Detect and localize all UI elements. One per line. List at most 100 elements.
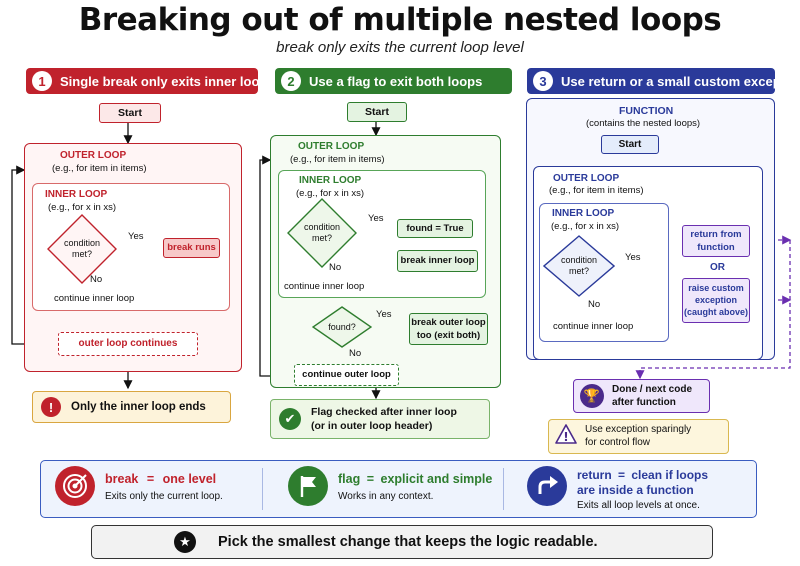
footer-tip: ★ Pick the smallest change that keeps th… (91, 525, 713, 559)
continue-outer-node: continue outer loop (294, 364, 399, 386)
no-label: No (329, 262, 342, 273)
section-header-1: 1 Single break only exits inner loop (26, 68, 267, 94)
flag-icon (288, 466, 328, 506)
return-node: return from function (682, 225, 750, 257)
continue-inner-label: continue inner loop (54, 293, 135, 304)
continue-inner-label: continue inner loop (284, 281, 365, 292)
warning-icon: ! (555, 424, 577, 449)
outer-loop-sub: (e.g., for item in items) (290, 154, 385, 165)
break-runs-node: break runs (163, 238, 220, 258)
summary-rest: explicit and simple (380, 472, 493, 486)
raise-line-2: exception (694, 295, 737, 306)
summary-desc: Exits all loop levels at once. (577, 500, 700, 511)
return-arrow-icon (527, 466, 567, 506)
or-label: OR (710, 262, 725, 273)
inner-loop-sub: (e.g., for x in xs) (296, 188, 365, 199)
summary-divider (262, 468, 263, 510)
summary-keyword: return (577, 468, 612, 482)
col1-callout-text: Only the inner loop ends (71, 401, 206, 413)
footer-text: Pick the smallest change that keeps the … (218, 534, 598, 550)
inner-loop-title: INNER LOOP (299, 175, 362, 186)
summary-eq: = (366, 472, 375, 486)
break-outer-node: break outer loop too (exit both) (409, 313, 488, 345)
condition-label: condition met? (303, 222, 341, 243)
break-outer-line-1: break outer loop (411, 317, 486, 329)
function-sub: (contains the nested loops) (586, 118, 701, 129)
warning-callout: ! Use exception sparingly for control fl… (548, 419, 729, 454)
target-icon (55, 466, 95, 506)
break-inner-node: break inner loop (397, 250, 478, 272)
start-node: Start (347, 102, 407, 122)
col2-callout-line-1: Flag checked after inner loop (311, 406, 457, 418)
warning-line-1: Use exception sparingly (585, 424, 692, 435)
summary-item-flag: flag = explicit and simple Works in any … (288, 466, 492, 506)
inner-loop-sub: (e.g., for x in xs) (551, 221, 620, 232)
condition-label: condition met? (560, 255, 598, 276)
svg-text:!: ! (563, 430, 568, 444)
col2-callout: ✔ Flag checked after inner loop (or in o… (270, 399, 490, 439)
summary-desc: Exits only the current loop. (105, 491, 223, 502)
found-diamond: found? (312, 306, 372, 348)
inner-loop-sub: (e.g., for x in xs) (48, 202, 117, 213)
outer-loop-sub: (e.g., for item in items) (549, 185, 644, 196)
outer-loop-sub: (e.g., for item in items) (52, 163, 147, 174)
condition-diamond: condition met? (47, 214, 117, 284)
function-title: FUNCTION (619, 105, 674, 117)
summary-eq: = (618, 468, 626, 482)
section-header-label: Single break only exits inner loop (60, 73, 268, 89)
yes-label: Yes (376, 309, 392, 320)
yes-label: Yes (128, 231, 144, 242)
step-number: 2 (281, 71, 301, 91)
summary-desc: Works in any context. (338, 491, 434, 502)
no-label: No (588, 299, 601, 310)
summary-item-return: return = clean if loops are inside a fun… (527, 466, 708, 511)
checkmark-icon: ✔ (279, 408, 301, 430)
start-node: Start (99, 103, 161, 123)
summary-rest-2: are inside a function (577, 483, 694, 497)
condition-diamond: condition met? (287, 198, 357, 268)
found-label: found? (328, 321, 356, 332)
no-label: No (349, 348, 362, 359)
done-callout: 🏆 Done / next code after function (573, 379, 710, 413)
yes-label: Yes (368, 213, 384, 224)
raise-line-1: raise custom (688, 283, 744, 294)
exclamation-icon: ! (41, 397, 61, 417)
summary-rest: one level (162, 472, 217, 486)
inner-loop-title: INNER LOOP (552, 208, 615, 219)
col1-callout: ! Only the inner loop ends (32, 391, 231, 423)
break-outer-line-2: too (exit both) (416, 329, 481, 341)
section-header-2: 2 Use a flag to exit both loops (275, 68, 512, 94)
step-number: 3 (533, 71, 553, 91)
summary-keyword: break (105, 472, 139, 486)
done-line-1: Done / next code (612, 383, 693, 395)
section-header-label: Use a flag to exit both loops (309, 73, 483, 89)
outer-loop-title: OUTER LOOP (60, 150, 127, 161)
yes-label: Yes (625, 252, 641, 263)
outer-loop-title: OUTER LOOP (298, 141, 365, 152)
warning-line-2: for control flow (585, 437, 651, 448)
trophy-icon: 🏆 (580, 384, 604, 408)
no-label: No (90, 274, 103, 285)
inner-loop-title: INNER LOOP (45, 189, 108, 200)
condition-diamond: condition met? (543, 235, 615, 297)
return-line-1: return from (690, 229, 742, 241)
condition-label: condition met? (63, 238, 101, 259)
page-subtitle: break only exits the current loop level (276, 39, 524, 56)
summary-divider (503, 468, 504, 510)
done-line-2: after function (612, 396, 676, 408)
summary-eq: = (146, 472, 155, 486)
start-node: Start (601, 135, 659, 154)
outer-loop-title: OUTER LOOP (553, 173, 620, 184)
found-true-node: found = True (397, 219, 473, 238)
section-header-3: 3 Use return or a small custom exception (527, 68, 800, 94)
summary-rest: clean if loops (631, 468, 709, 482)
summary-item-break: break = one level Exits only the current… (55, 466, 223, 506)
step-number: 1 (32, 71, 52, 91)
raise-node: raise custom exception (caught above) (682, 278, 750, 323)
summary-panel (40, 460, 757, 518)
page-title: Breaking out of multiple nested loops (78, 2, 722, 38)
section-header-label: Use return or a small custom exception (561, 73, 800, 89)
continue-inner-label: continue inner loop (553, 321, 634, 332)
summary-keyword: flag (338, 472, 361, 486)
outer-loop-continues-node: outer loop continues (58, 332, 198, 356)
